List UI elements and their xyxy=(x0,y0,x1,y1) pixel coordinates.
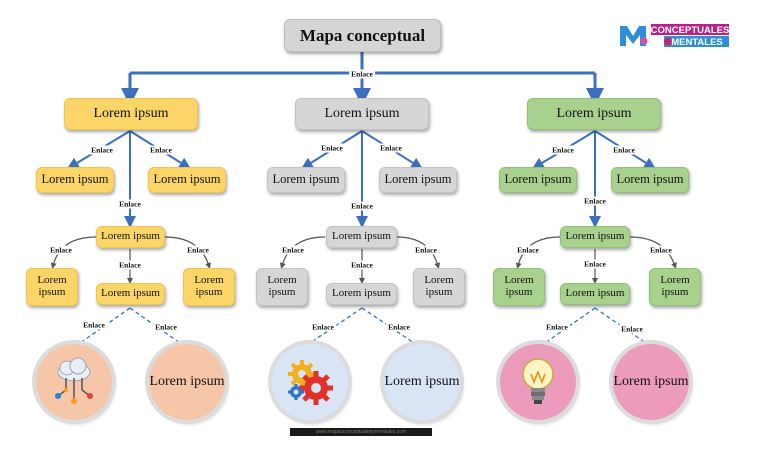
leaf-node: Lorem ipsum xyxy=(148,167,226,193)
mid-node: Lorem ipsum xyxy=(560,226,630,248)
sub-leaf-node: Lorem ipsum xyxy=(649,268,701,306)
node-label: Lorem ipsum xyxy=(272,172,340,187)
sub-leaf-node: Lorem ipsum xyxy=(26,268,78,306)
logo-line2: MENTALES xyxy=(671,37,723,48)
text-circle: Lorem ipsum xyxy=(149,344,225,420)
sub-leaf-node: Lorem ipsum xyxy=(183,268,235,306)
icon-circle xyxy=(500,344,576,420)
link-label: Enlace xyxy=(310,322,336,332)
node-label: Lorem ipsum xyxy=(324,105,400,121)
link-label: Enlace xyxy=(117,260,143,270)
bottom-node: Lorem ipsum xyxy=(96,283,165,305)
link-label: Enlace xyxy=(349,260,375,270)
node-label: Lorem ipsum xyxy=(93,105,169,121)
node-label: Lorem ipsum xyxy=(101,230,160,243)
node-label: Lorem ipsum xyxy=(616,172,684,187)
link-label: Enlace xyxy=(611,145,637,155)
node-label: Lorem ipsum xyxy=(565,230,625,243)
circle-label: Lorem ipsum xyxy=(613,374,689,390)
icon-circle xyxy=(272,344,348,420)
link-label: Enlace xyxy=(648,245,674,255)
link-label: Enlace xyxy=(582,259,608,269)
cloud-network-icon xyxy=(55,357,93,404)
link-label: Enlace xyxy=(349,69,375,79)
link-label: Enlace xyxy=(117,199,143,209)
link-label: Enlace xyxy=(148,145,174,155)
node-label: Lorem ipsum xyxy=(556,105,632,121)
gears-icon xyxy=(288,360,333,405)
node-label: Lorem ipsum xyxy=(384,172,452,187)
leaf-node: Lorem ipsum xyxy=(36,167,114,193)
footer-url-bar: www.mapasconceptualesymentales.com xyxy=(290,428,432,436)
leaf-node: Lorem ipsum xyxy=(499,167,577,193)
bottom-node: Lorem ipsum xyxy=(326,283,397,305)
root-node-green: Lorem ipsum xyxy=(527,98,661,130)
icon-circle xyxy=(36,344,112,420)
node-label: Lorem ipsum xyxy=(153,172,221,187)
leaf-node: Lorem ipsum xyxy=(379,167,457,193)
node-label: Lorem ipsum xyxy=(660,274,690,298)
node-label: Lorem ipsum xyxy=(332,287,391,300)
leaf-node: Lorem ipsum xyxy=(611,167,689,193)
node-label: Lorem ipsum xyxy=(504,172,572,187)
leaf-node: Lorem ipsum xyxy=(267,167,345,193)
link-label: Enlace xyxy=(280,245,306,255)
sub-leaf-node: Lorem ipsum xyxy=(256,268,308,306)
circle-label: Lorem ipsum xyxy=(149,374,225,390)
link-label: Enlace xyxy=(515,245,541,255)
node-label: Lorem ipsum xyxy=(504,274,534,298)
link-label: Enlace xyxy=(386,322,412,332)
node-label: Lorem ipsum xyxy=(267,274,297,298)
title-box: Mapa conceptual xyxy=(284,19,441,52)
brand-logo: CONCEPTUALES MENTALES xyxy=(618,22,730,48)
link-label: Enlace xyxy=(48,245,74,255)
root-node-yellow: Lorem ipsum xyxy=(64,98,198,130)
link-label: Enlace xyxy=(349,201,375,211)
link-label: Enlace xyxy=(619,324,645,334)
link-label: Enlace xyxy=(550,145,576,155)
root-node-gray: Lorem ipsum xyxy=(295,98,429,130)
node-label: Lorem ipsum xyxy=(41,172,109,187)
text-circle: Lorem ipsum xyxy=(384,344,460,420)
mid-node: Lorem ipsum xyxy=(96,226,165,248)
link-label: Enlace xyxy=(89,145,115,155)
circle-label: Lorem ipsum xyxy=(384,374,460,390)
node-label: Lorem ipsum xyxy=(332,230,391,243)
link-label: Enlace xyxy=(582,196,608,206)
link-label: Enlace xyxy=(544,322,570,332)
title-text: Mapa conceptual xyxy=(299,25,426,45)
mid-node: Lorem ipsum xyxy=(326,226,397,248)
logo-line1: CONCEPTUALES xyxy=(651,25,730,36)
node-label: Lorem ipsum xyxy=(565,287,625,300)
text-circle: Lorem ipsum xyxy=(613,344,689,420)
link-label: Enlace xyxy=(319,143,345,153)
link-label: Enlace xyxy=(413,245,439,255)
sub-leaf-node: Lorem ipsum xyxy=(413,268,465,306)
link-label: Enlace xyxy=(153,322,179,332)
footer-text: www.mapasconceptualesymentales.com xyxy=(315,429,407,435)
node-label: Lorem ipsum xyxy=(194,274,224,298)
node-label: Lorem ipsum xyxy=(424,274,454,298)
sub-leaf-node: Lorem ipsum xyxy=(493,268,545,306)
node-label: Lorem ipsum xyxy=(101,287,160,300)
link-label: Enlace xyxy=(81,320,107,330)
logo-m-icon: CONCEPTUALES MENTALES xyxy=(620,24,730,48)
node-label: Lorem ipsum xyxy=(37,274,67,298)
lightbulb-icon xyxy=(522,358,554,404)
link-label: Enlace xyxy=(185,245,211,255)
link-label: Enlace xyxy=(378,143,404,153)
bottom-node: Lorem ipsum xyxy=(560,283,630,305)
